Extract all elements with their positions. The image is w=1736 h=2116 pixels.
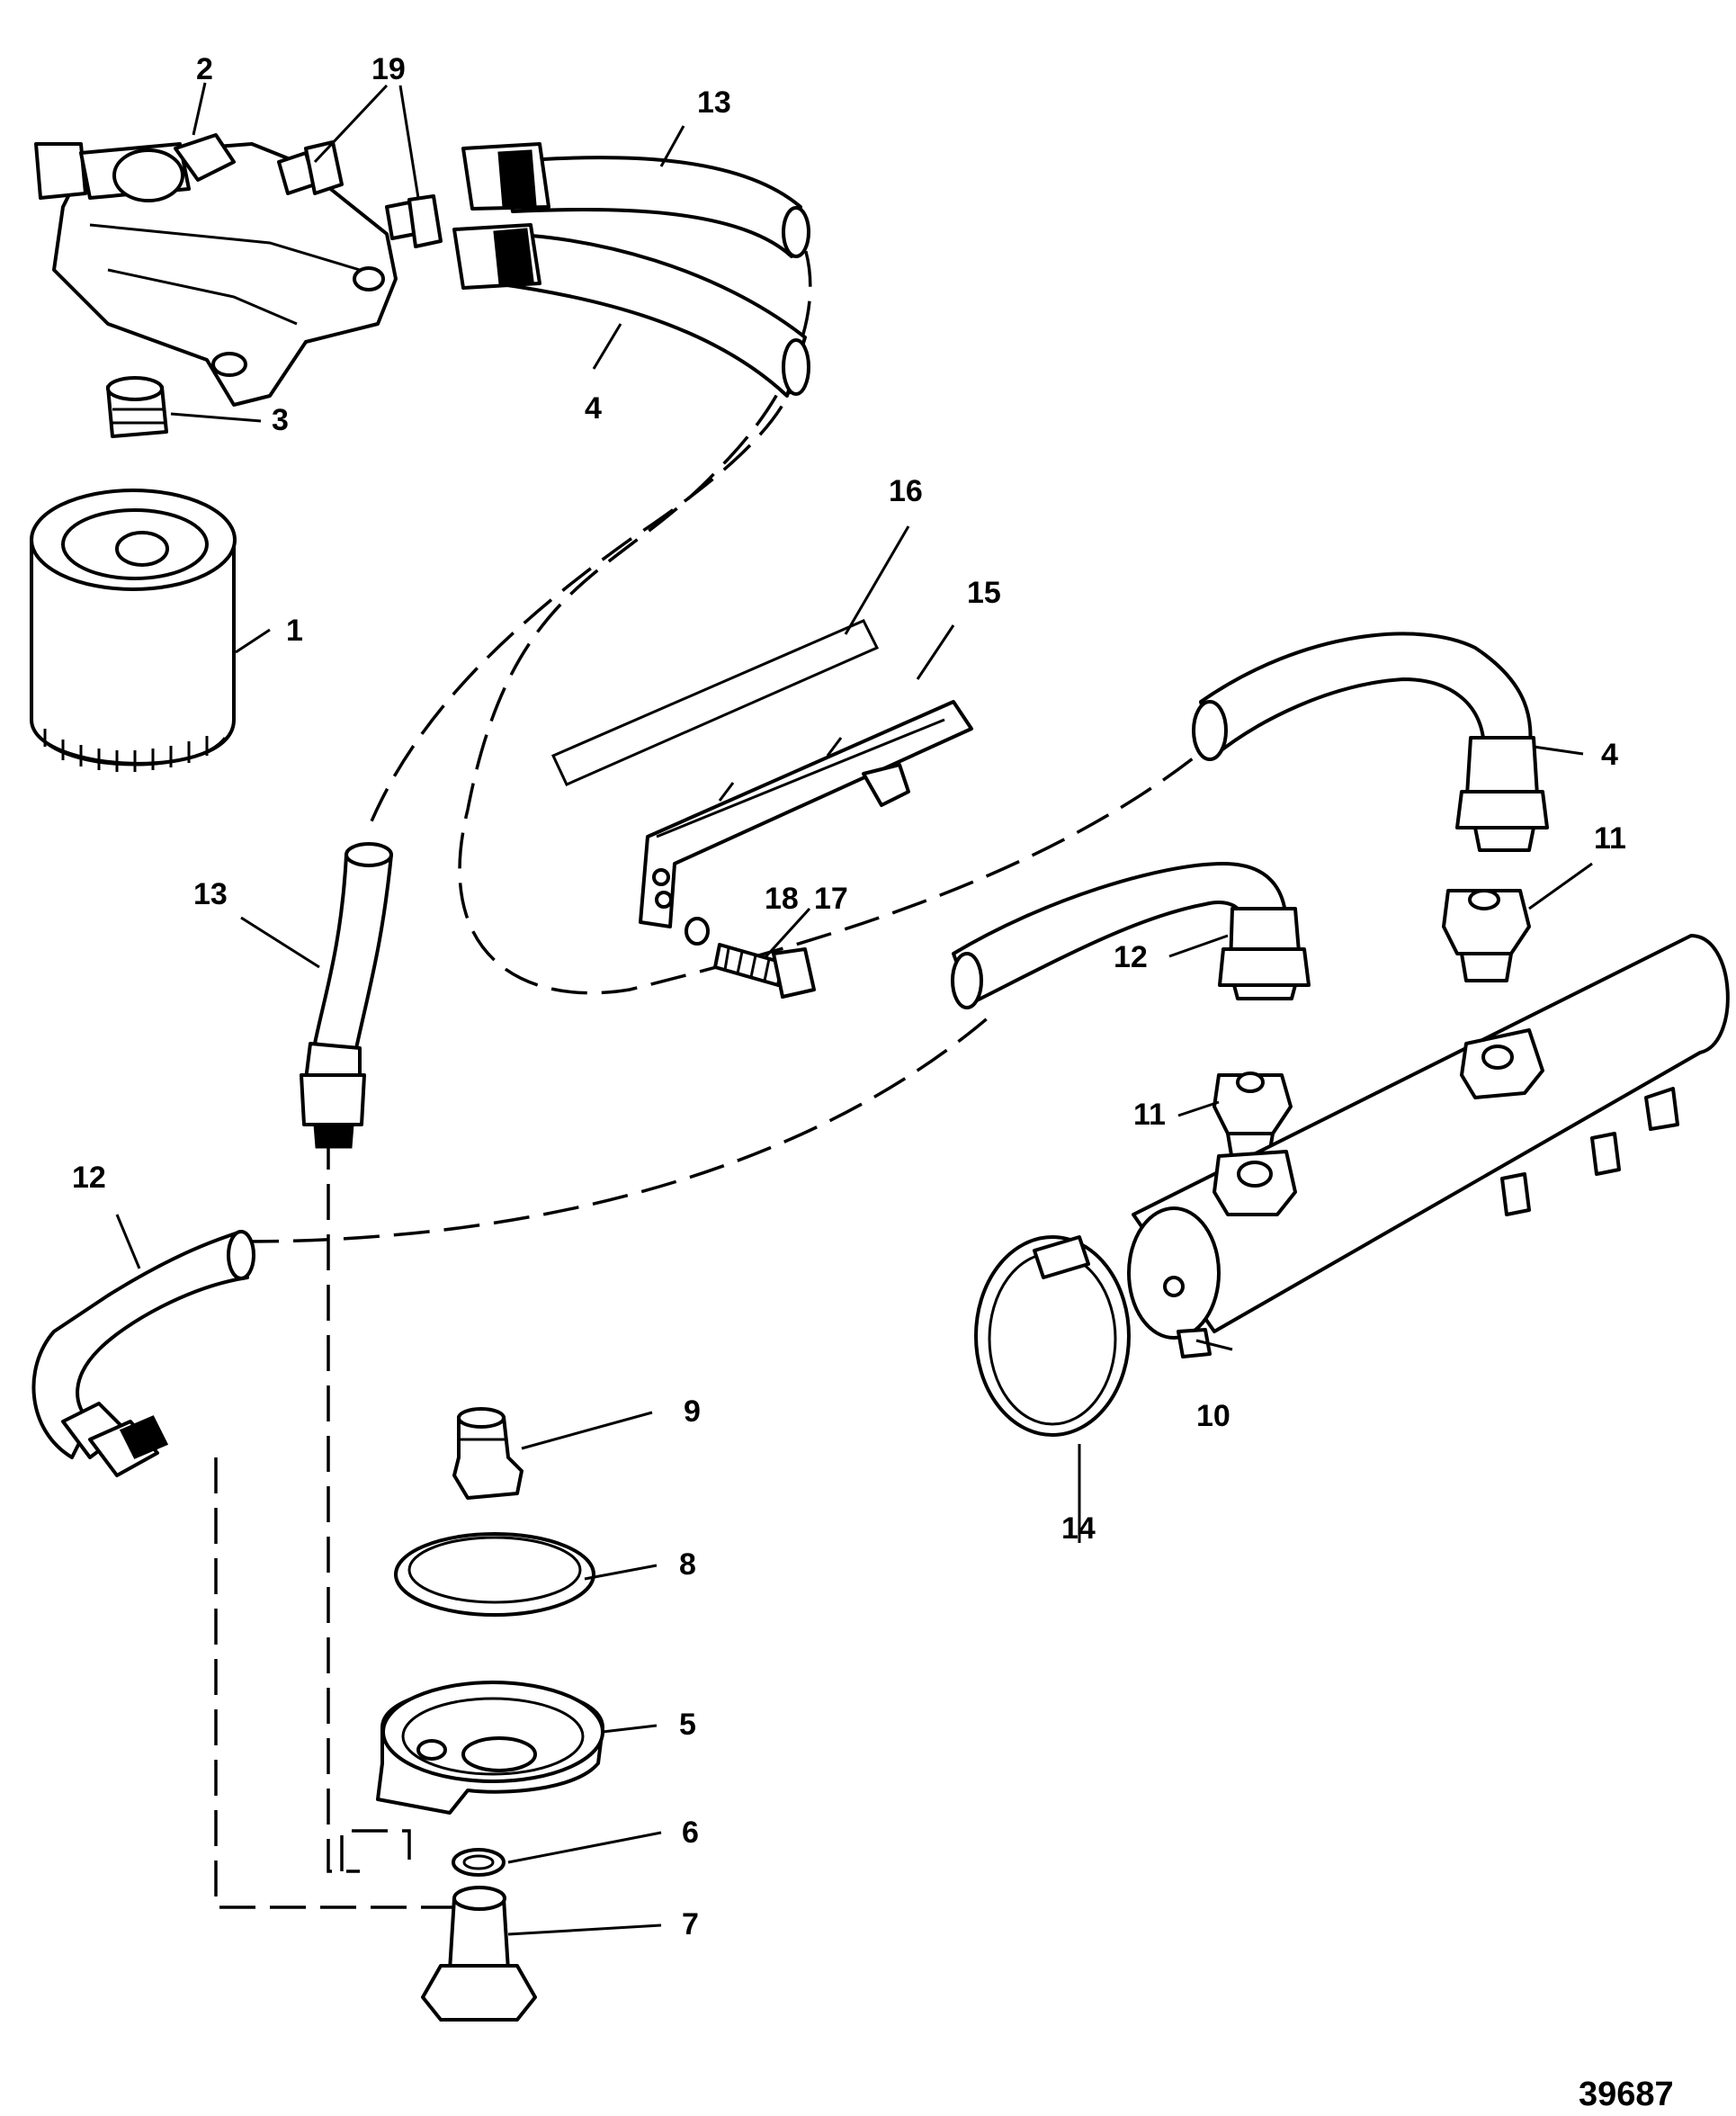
callout-18: 18 [765, 882, 799, 916]
hose-left-middle [300, 842, 393, 1149]
callout-5: 5 [679, 1708, 696, 1742]
callout-2: 2 [196, 52, 213, 86]
callout-14: 14 [1061, 1511, 1096, 1546]
callout-11-upper: 11 [1594, 821, 1626, 856]
figure-number: 39687 [1579, 2076, 1674, 2113]
hose-right-middle [951, 862, 1311, 1009]
callout-7: 7 [682, 1907, 699, 1941]
adapter-fitting [452, 1407, 523, 1500]
decal [550, 619, 880, 786]
hose-top-pair [452, 142, 810, 398]
leader-lines [115, 82, 1593, 1936]
callout-3: 3 [272, 403, 289, 437]
callout-19: 19 [371, 52, 406, 86]
nut-fitting-upper [1442, 889, 1531, 982]
water-manifold [1127, 934, 1730, 1358]
o-ring [452, 1848, 506, 1877]
callout-4-right: 4 [1601, 738, 1618, 772]
seal-ring [394, 1532, 595, 1617]
callout-12-left: 12 [72, 1161, 106, 1195]
callout-13-left: 13 [193, 877, 228, 911]
callout-8: 8 [679, 1547, 696, 1582]
callout-16: 16 [889, 474, 923, 508]
callout-1: 1 [286, 614, 303, 648]
oil-filter [30, 489, 237, 772]
callout-15: 15 [967, 576, 1001, 610]
callout-13-top: 13 [697, 85, 731, 120]
fitting-pair [277, 140, 443, 248]
hose-right-upper [1192, 632, 1549, 852]
callout-11-lower: 11 [1133, 1098, 1166, 1132]
callout-12-right: 12 [1114, 940, 1148, 974]
callout-6: 6 [682, 1816, 699, 1850]
hose-clamp [974, 1235, 1131, 1437]
washer-and-bolt [685, 917, 816, 999]
callout-17: 17 [814, 882, 848, 916]
hose-left-lower [31, 1230, 255, 1477]
filter-adapter-bracket [34, 133, 398, 407]
callout-4-top: 4 [585, 391, 602, 426]
callout-9: 9 [684, 1394, 701, 1429]
callout-labels: 2 19 13 3 4 16 1 15 4 11 13 18 17 12 11 … [72, 52, 1674, 2113]
callout-10: 10 [1196, 1399, 1230, 1433]
hex-nipple [421, 1886, 537, 2022]
adapter-plug [106, 376, 168, 438]
remote-filter-adapter [376, 1681, 604, 1815]
hose-bracket [639, 700, 973, 928]
